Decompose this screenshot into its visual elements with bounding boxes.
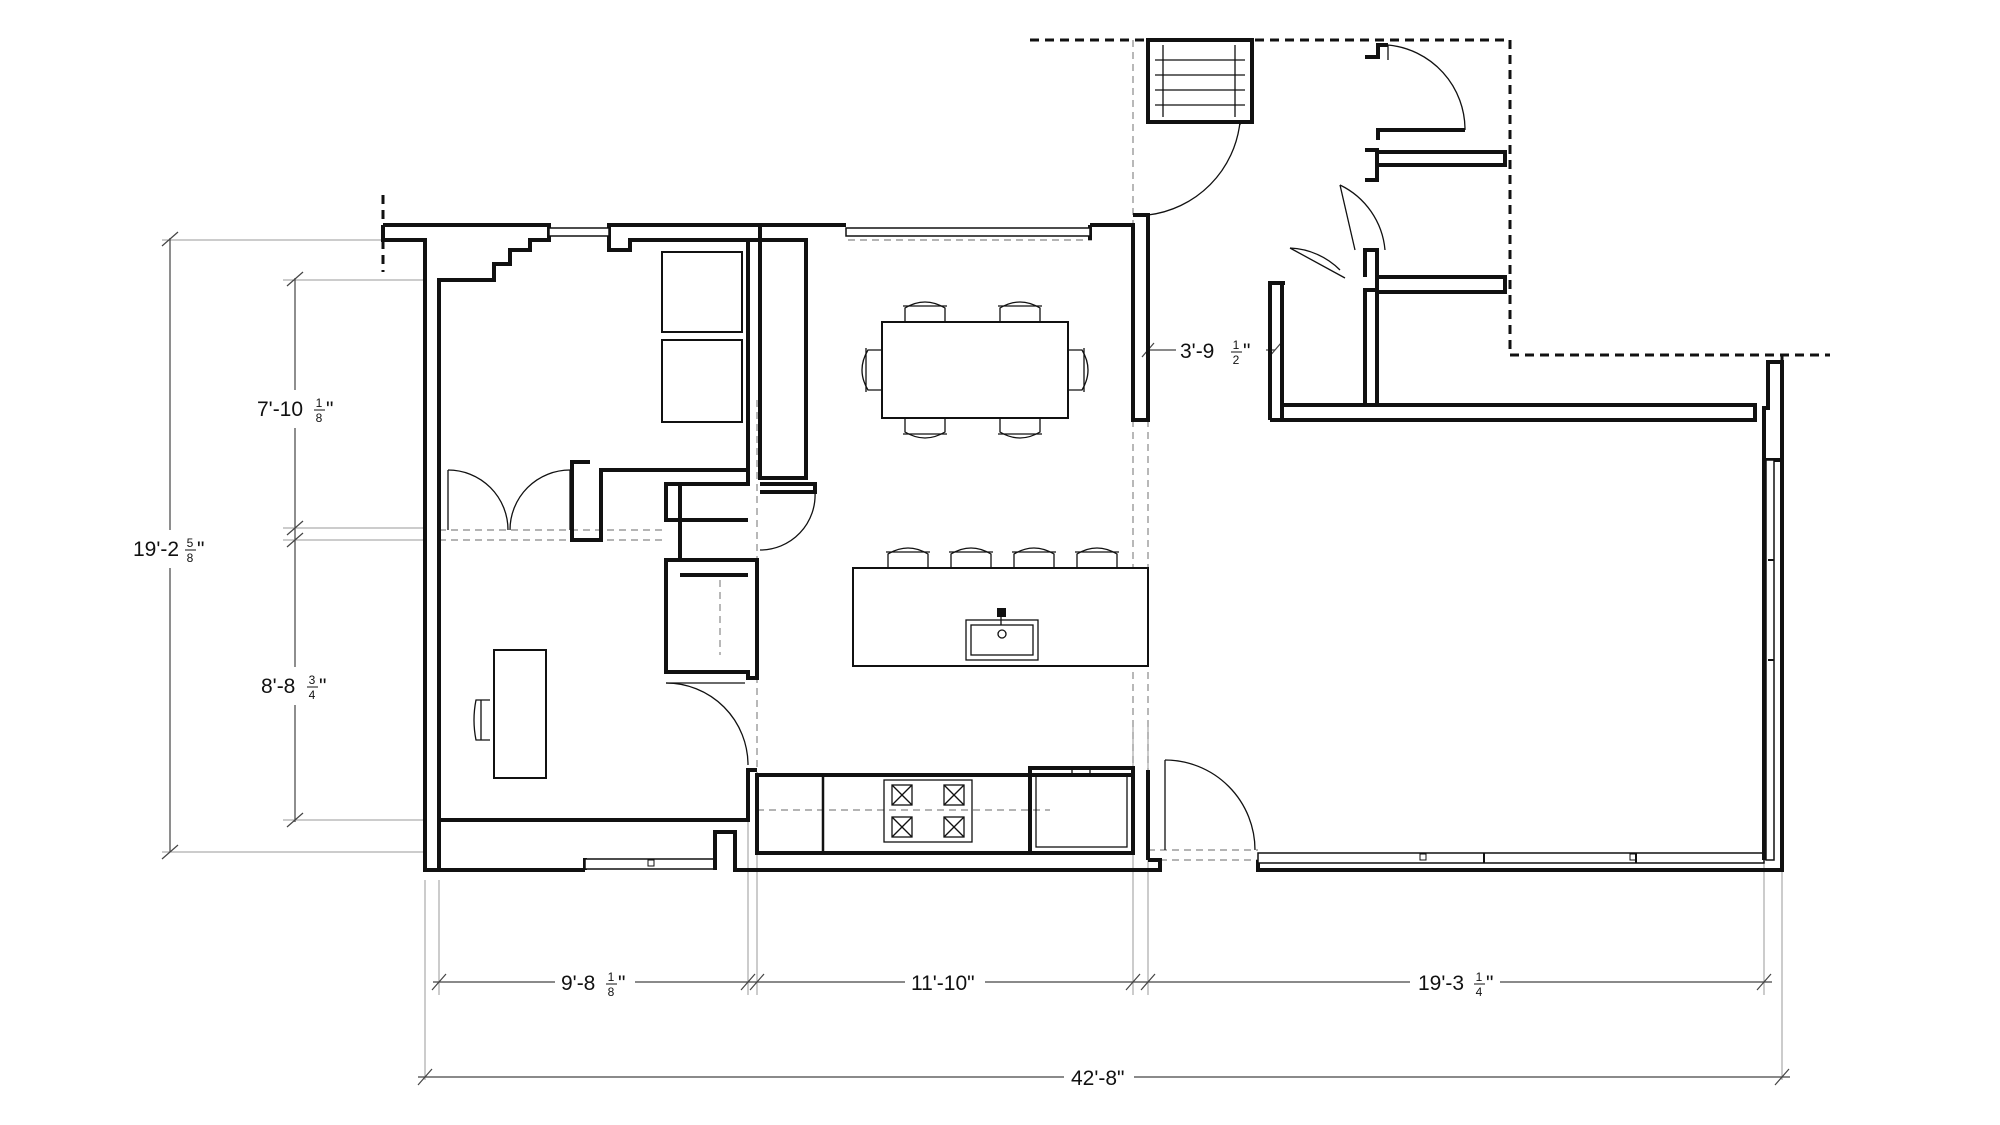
svg-text:2: 2 [1233, 353, 1240, 367]
stair [1146, 38, 1254, 124]
window-bottom-right [1257, 852, 1765, 864]
furniture [473, 251, 1149, 855]
dim-right-width: 19'-3 [1418, 972, 1464, 995]
dim-overall-width: 42'-8" [1071, 1067, 1125, 1090]
dim-door-opening: 3'-9 [1180, 340, 1214, 363]
window-top-middle [845, 227, 1091, 237]
dimension-label-backgrounds [125, 334, 1500, 1095]
dining-chairs-ends [861, 348, 1089, 392]
window-top-left [548, 227, 610, 237]
svg-text:8: 8 [316, 411, 323, 425]
dining-chairs-bottom [903, 418, 1042, 439]
dining-table [881, 321, 1069, 419]
svg-text:3: 3 [309, 673, 316, 687]
svg-text:4: 4 [1476, 985, 1483, 999]
desk-chair [473, 699, 490, 741]
dimension-labels: 19'-2 5 8 " 7'-10 1 8 " 8'-8 3 4 " 3'-9 … [133, 338, 1493, 1090]
cabinet-lower [661, 339, 743, 423]
window-mullions [647, 559, 1774, 867]
dim-left-width: 9'-8 [561, 972, 595, 995]
svg-text:5: 5 [187, 536, 194, 550]
desk [493, 649, 547, 779]
refrigerator [1028, 766, 1135, 855]
hidden-lines [439, 40, 1258, 861]
svg-text:1: 1 [316, 396, 323, 410]
svg-text:": " [618, 972, 625, 995]
sink [965, 619, 1039, 661]
svg-text:8: 8 [187, 551, 194, 565]
cabinet-upper [661, 251, 743, 333]
dim-lower-room-depth: 8'-8 [261, 675, 295, 698]
svg-text:": " [1243, 340, 1250, 363]
bar-stools [886, 547, 1119, 568]
svg-text:4: 4 [309, 688, 316, 702]
walls [381, 38, 1830, 872]
svg-text:1: 1 [1476, 970, 1483, 984]
svg-text:": " [197, 538, 204, 561]
svg-text:": " [326, 398, 333, 421]
svg-text:1: 1 [608, 970, 615, 984]
dining-chairs-top [903, 301, 1042, 322]
cooktop [883, 779, 973, 843]
left-exterior-wall [381, 225, 585, 872]
dim-overall-depth: 19'-2 [133, 538, 179, 561]
svg-text:8: 8 [608, 985, 615, 999]
svg-text:1: 1 [1233, 338, 1240, 352]
svg-text:": " [1486, 972, 1493, 995]
svg-text:": " [319, 675, 326, 698]
dim-upper-room-depth: 7'-10 [257, 398, 303, 421]
dim-middle-width: 11'-10" [911, 972, 975, 995]
doors [447, 44, 1466, 851]
